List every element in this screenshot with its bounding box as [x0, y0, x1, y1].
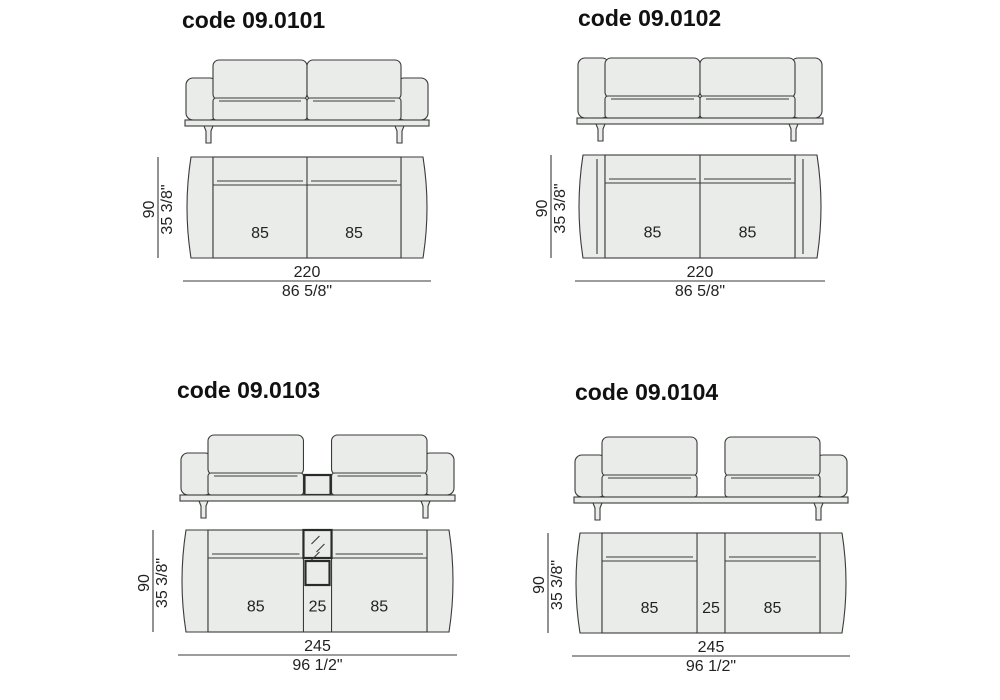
back-cushion	[306, 59, 402, 101]
depth-cm: 90	[136, 574, 153, 592]
front-view	[573, 436, 849, 521]
model-code-title: code 09.0102	[578, 5, 721, 31]
sofa-leg	[203, 125, 214, 144]
left-arm-top	[575, 532, 603, 634]
back-cushion	[330, 434, 428, 476]
left-armrest	[574, 454, 607, 498]
left-armrest	[185, 77, 218, 121]
right-armrest	[790, 57, 823, 119]
seat-width-label: 85	[370, 599, 388, 616]
glass-hatch	[316, 543, 325, 553]
sofa-leg	[788, 123, 799, 142]
front-view	[184, 59, 430, 144]
left-arm-top	[186, 156, 214, 259]
right-arm-top	[426, 529, 454, 633]
back-cushion	[604, 57, 701, 99]
width-cm: 220	[687, 264, 714, 281]
depth-cm: 90	[534, 200, 551, 218]
model-code-title: code 09.0104	[575, 379, 718, 405]
front-view	[179, 434, 456, 519]
table-shelf	[304, 559, 331, 587]
width-in: 86 5/8"	[675, 283, 725, 300]
sofa-base	[179, 494, 456, 502]
top-view: 85 85	[578, 154, 822, 259]
sofa-base	[184, 119, 430, 127]
seat-width-label: 85	[251, 225, 269, 242]
back-cushion	[212, 59, 308, 101]
glass-hatch	[311, 535, 320, 545]
right-armrest	[422, 452, 455, 496]
depth-in: 35 3/8"	[154, 558, 171, 608]
top-view: 85 25 85	[575, 532, 847, 634]
left-arm-top	[181, 529, 209, 633]
depth-cm: 90	[141, 201, 158, 219]
seat-width-label: 25	[309, 599, 327, 616]
sofa-leg	[813, 502, 824, 521]
sofa-leg	[595, 123, 606, 142]
back-cushion	[601, 436, 698, 478]
top-view: 85 25 85	[181, 528, 454, 633]
depth-in: 35 3/8"	[159, 184, 176, 234]
sofa-leg	[394, 125, 405, 144]
right-armrest	[815, 454, 848, 498]
seat-width-label: 85	[739, 224, 757, 241]
front-view	[576, 57, 824, 142]
back-cushion	[207, 434, 305, 476]
top-view: 85 85	[186, 156, 428, 259]
depth-in: 35 3/8"	[549, 560, 566, 610]
seat-width-label: 85	[641, 600, 659, 617]
model-code-title: code 09.0101	[182, 7, 325, 33]
width-cm: 245	[698, 639, 725, 656]
left-armrest	[577, 57, 610, 119]
seat-width-label: 85	[345, 225, 363, 242]
back-cushion	[724, 436, 821, 478]
right-arm-top	[400, 156, 428, 259]
right-armrest	[396, 77, 429, 121]
width-in: 96 1/2"	[292, 657, 342, 674]
sofa-leg	[592, 502, 603, 521]
seat-area	[601, 532, 821, 634]
model-code-title: code 09.0103	[177, 377, 320, 403]
seat-width-label: 85	[247, 599, 265, 616]
left-arm-top	[578, 154, 606, 259]
seat-width-label: 85	[644, 224, 662, 241]
depth-in: 35 3/8"	[552, 183, 569, 233]
sofa-base	[576, 117, 824, 125]
glass-hatch	[311, 551, 320, 561]
right-arm-top	[794, 154, 822, 259]
right-arm-top	[819, 532, 847, 634]
central-table	[303, 473, 332, 497]
width-in: 96 1/2"	[686, 658, 736, 675]
width-cm: 220	[294, 264, 321, 281]
depth-cm: 90	[531, 576, 548, 594]
sofa-leg	[420, 500, 431, 519]
sofa-leg	[198, 500, 209, 519]
seat-width-label: 25	[702, 600, 720, 617]
seat-width-label: 85	[764, 600, 782, 617]
width-in: 86 5/8"	[282, 283, 332, 300]
sofa-base	[573, 496, 849, 504]
left-armrest	[180, 452, 213, 496]
back-cushion	[699, 57, 796, 99]
width-cm: 245	[304, 638, 331, 655]
